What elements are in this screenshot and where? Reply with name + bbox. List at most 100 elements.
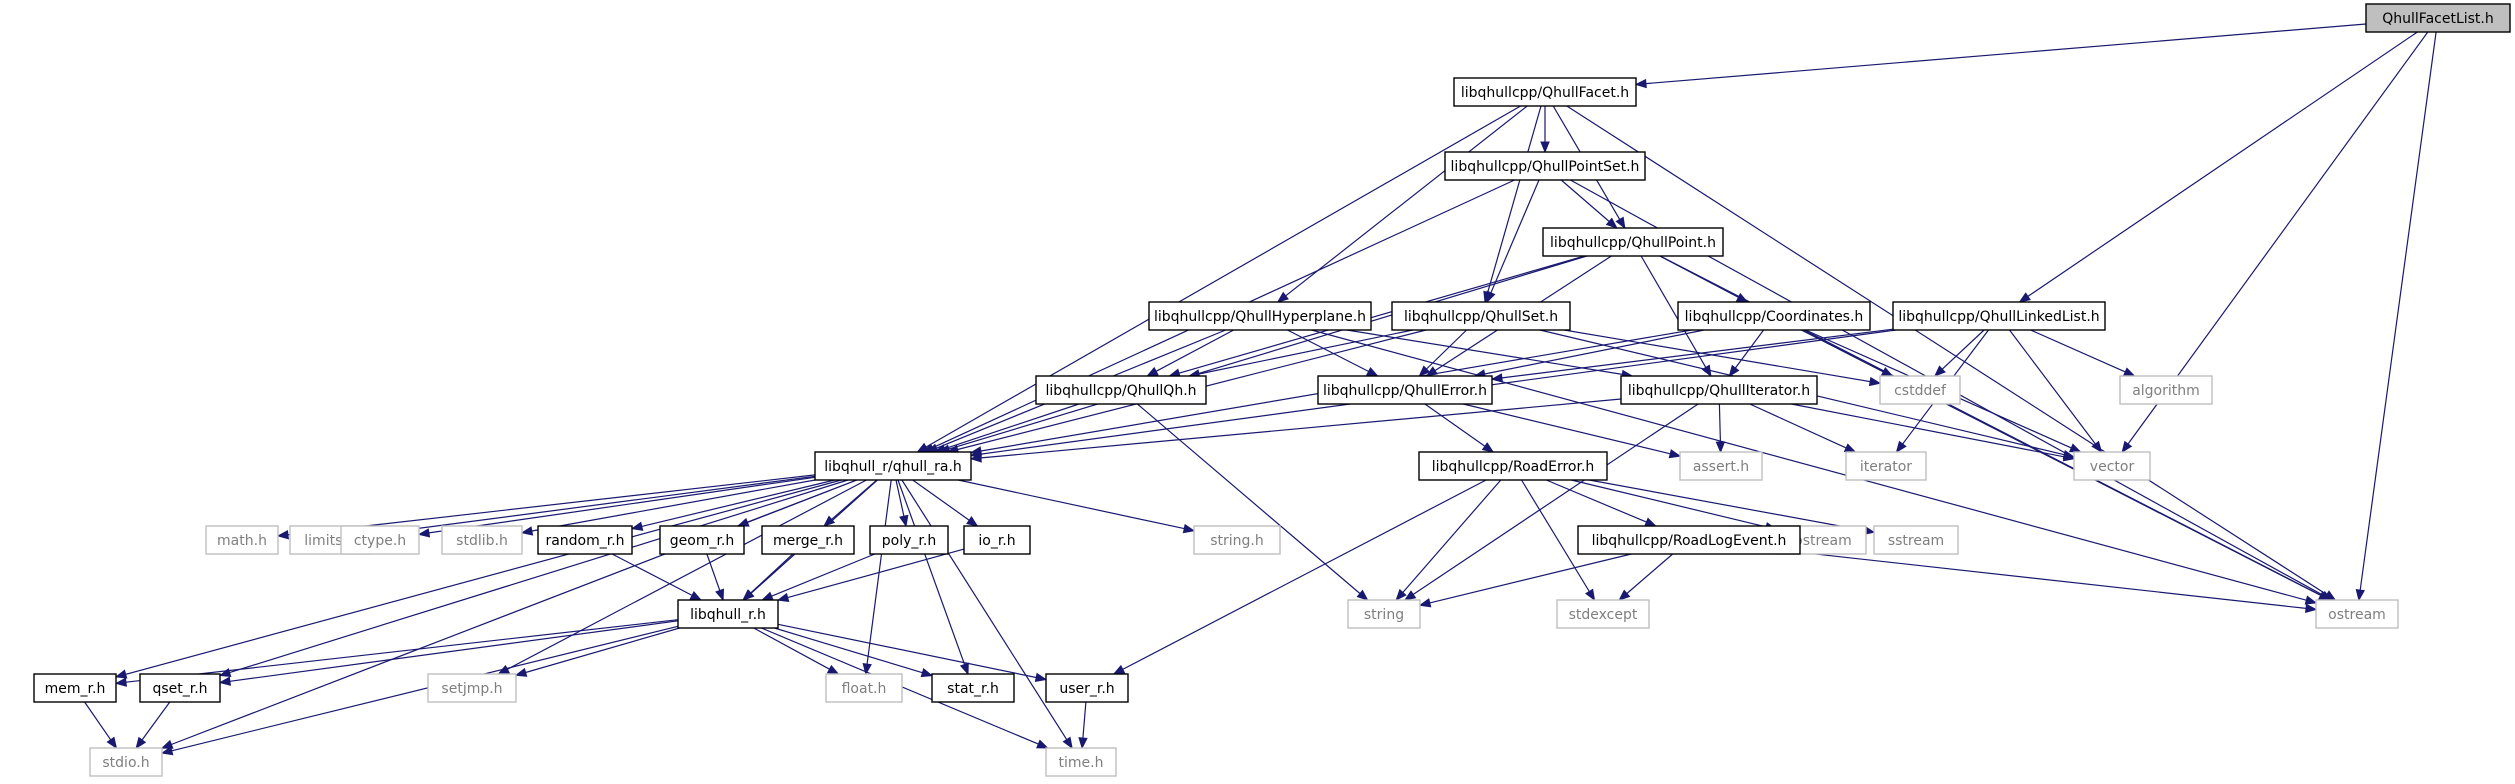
node-box (89, 747, 163, 777)
edge-line (1287, 329, 1369, 373)
node-merge-r-h[interactable]: merge_r.h (761, 525, 855, 555)
node-label: stdio.h (102, 755, 149, 771)
node-math-h: math.h (205, 525, 279, 555)
edge-arrowhead (1668, 449, 1682, 459)
edge-line (1346, 329, 1623, 375)
node-box (2119, 375, 2213, 405)
edge-libqhull_r_h-to-stdio_h (160, 625, 679, 756)
edge-arrowhead (899, 514, 909, 528)
node-box (1045, 673, 1129, 703)
node-box (205, 525, 279, 555)
node-label: geom_r.h (670, 533, 735, 549)
edge-line (531, 479, 816, 532)
edge-QhullFacet_h-to-QhullPointSet_h (1540, 106, 1550, 154)
edge-libqhull_r_h-to-setjmp_h (514, 627, 680, 677)
node-box (139, 673, 221, 703)
node-label: iostream (1790, 533, 1852, 549)
node-box (537, 525, 633, 555)
node-box (1542, 227, 1724, 257)
node-qhullfacetlist-h[interactable]: QhullFacetList.h (2365, 3, 2511, 33)
node-label: float.h (842, 681, 887, 697)
node-label: time.h (1059, 755, 1104, 771)
node-qhullset-h[interactable]: libqhullcpp/QhullSet.h (1391, 301, 1571, 331)
edge-line (525, 627, 680, 674)
edge-QhullLinkedList_h-to-QhullError_h (1490, 328, 1894, 383)
edge-line (1402, 479, 1502, 593)
node-box (1677, 301, 1871, 331)
edge-arrowhead (1618, 589, 1631, 601)
node-box (1873, 525, 1959, 555)
edge-RoadError_h-to-user_r_h (1112, 479, 1487, 675)
edge-arrowhead (514, 667, 528, 677)
edge-QhullIterator_h-to-vector (1791, 403, 2076, 462)
edge-QhullPointSet_h-to-QhullPoint_h (1560, 179, 1618, 229)
node-coordinates-h[interactable]: libqhullcpp/Coordinates.h (1677, 301, 1871, 331)
edge-line (1082, 701, 1087, 739)
node-poly-r-h[interactable]: poly_r.h (869, 525, 949, 555)
node-libqhull-r-h[interactable]: libqhull_r.h (677, 599, 779, 629)
edge-QhullFacetList_h-to-QhullLinkedList_h (2018, 31, 2418, 303)
edge-arrowhead (969, 453, 982, 463)
node-qhull-ra-h[interactable]: libqhull_r/qhull_ra.h (814, 451, 972, 481)
node-qhullerror-h[interactable]: libqhullcpp/QhullError.h (1317, 375, 1493, 405)
node-box (1679, 451, 1763, 481)
edge-QhullIterator_h-to-string (1403, 403, 1699, 601)
node-user-r-h[interactable]: user_r.h (1045, 673, 1129, 703)
node-box (963, 525, 1031, 555)
node-qset-r-h[interactable]: qset_r.h (139, 673, 221, 703)
edge-line (507, 479, 867, 670)
edge-qhull_ra_h-to-poly_r_h (895, 479, 909, 528)
edge-line (747, 479, 858, 523)
edge-arrowhead (760, 591, 774, 601)
edge-line (611, 553, 693, 596)
edge-merge_r_h-to-libqhull_r_h (742, 553, 794, 601)
graph-nodes: QhullFacetList.h libqhullcpp/QhullFacet.h… (33, 3, 2511, 777)
edge-line (1122, 479, 1487, 670)
edge-user_r_h-to-time_h (1078, 701, 1088, 750)
edge-arrowhead (1933, 365, 1946, 377)
node-qhullpointset-h[interactable]: libqhullcpp/QhullPointSet.h (1444, 151, 1646, 181)
edge-line (1589, 479, 1865, 532)
node-box (1035, 375, 1207, 405)
edge-arrowhead (2062, 451, 2076, 462)
node-geom-r-h[interactable]: geom_r.h (659, 525, 745, 555)
node-qhullqh-h[interactable]: libqhullcpp/QhullQh.h (1035, 375, 1207, 405)
node-box (441, 525, 523, 555)
node-box (1620, 375, 1818, 405)
node-ostream: ostream (2315, 599, 2399, 629)
node-box (1418, 451, 1608, 481)
node-io-r-h[interactable]: io_r.h (963, 525, 1031, 555)
edge-arrowhead (1540, 141, 1550, 154)
node-qhulliterator-h[interactable]: libqhullcpp/QhullIterator.h (1620, 375, 1818, 405)
node-mem-r-h[interactable]: mem_r.h (33, 673, 117, 703)
node-qhullfacet-h[interactable]: libqhullcpp/QhullFacet.h (1453, 77, 1637, 107)
node-box (677, 599, 779, 629)
node-qhullpoint-h[interactable]: libqhullcpp/QhullPoint.h (1542, 227, 1724, 257)
edge-line (1799, 551, 2307, 609)
edge-arrowhead (826, 664, 840, 675)
node-label: libqhullcpp/QhullFacet.h (1461, 85, 1629, 101)
edge-qhull_ra_h-to-io_r_h (912, 479, 979, 527)
node-box (659, 525, 745, 555)
node-roaderror-h[interactable]: libqhullcpp/RoadError.h (1418, 451, 1608, 481)
node-qhulllinkedlist-h[interactable]: libqhullcpp/QhullLinkedList.h (1892, 301, 2106, 331)
node-label: random_r.h (545, 533, 624, 549)
edge-arrowhead (1418, 365, 1431, 377)
edge-line (2009, 329, 2096, 445)
edge-line (706, 553, 721, 591)
edge-poly_r_h-to-libqhull_r_h (760, 553, 876, 601)
node-label: string.h (1210, 533, 1264, 549)
node-box (2365, 3, 2511, 33)
edge-qhull_ra_h-to-ctype_h (417, 476, 816, 538)
node-sstream: sstream (1873, 525, 1959, 555)
edge-arrowhead (1276, 291, 1289, 303)
node-label: ctype.h (354, 533, 406, 549)
node-box (1391, 301, 1571, 331)
edge-arrowhead (1395, 588, 1407, 602)
node-stat-r-h[interactable]: stat_r.h (931, 673, 1015, 703)
node-random-r-h[interactable]: random_r.h (537, 525, 633, 555)
node-roadlogevent-h[interactable]: libqhullcpp/RoadLogEvent.h (1577, 525, 1801, 555)
node-box (1317, 375, 1493, 405)
node-qhullhyperplane-h[interactable]: libqhullcpp/QhullHyperplane.h (1148, 301, 1372, 331)
edge-line (957, 479, 1185, 530)
